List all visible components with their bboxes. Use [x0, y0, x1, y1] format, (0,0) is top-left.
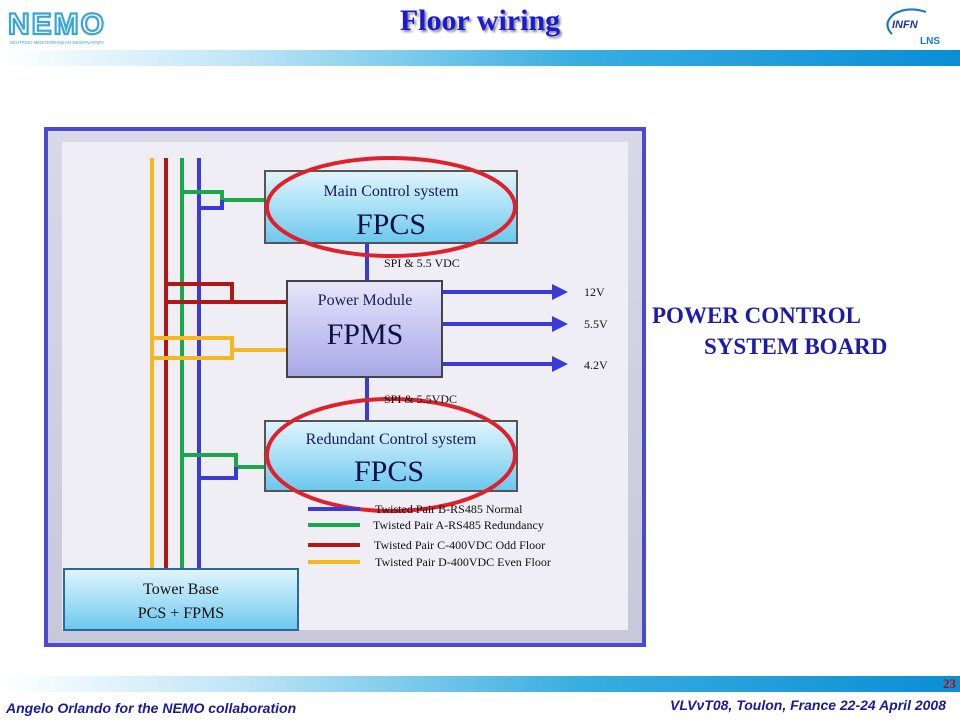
redundant-control-box — [264, 420, 518, 492]
output-label-12v: 12V — [584, 285, 605, 299]
power-module-caption: Power Module — [318, 292, 413, 309]
side-label-line1: POWER CONTROL — [652, 303, 861, 328]
arrowhead-right-icon — [552, 316, 568, 332]
spi-top-label: SPI & 5.5 VDC — [384, 256, 460, 270]
tap-main-blue — [199, 200, 224, 210]
legend-label-c: Twisted Pair C-400VDC Odd Floor — [374, 538, 545, 552]
nemo-logo-text: NEMO — [8, 8, 106, 41]
footer-author: Angelo Orlando for the NEMO collaboratio… — [6, 700, 297, 716]
output-label-5v5: 5.5V — [584, 317, 608, 331]
tap-main-green — [182, 190, 266, 202]
tap-power-yellow — [152, 336, 288, 352]
tap-redundant-blue — [199, 467, 238, 480]
page-number: 23 — [943, 676, 956, 691]
infn-swoosh-icon — [886, 8, 927, 35]
tower-base-line2: PCS + FPMS — [138, 605, 224, 622]
power-module-name: FPMS — [327, 318, 404, 351]
main-control-name: FPCS — [356, 208, 426, 241]
tower-base-box — [63, 568, 299, 631]
power-module-box — [286, 280, 443, 378]
tap-power-yellow-2 — [152, 350, 234, 360]
arrowhead-right-icon — [552, 356, 568, 372]
nemo-logo: NEMO NEUTRINO MEDITERRANEAN OBSERVATORY — [7, 7, 106, 45]
lns-logo-text: LNS — [920, 36, 940, 47]
header-bar — [0, 50, 960, 66]
highlight-ellipse-main — [265, 156, 517, 258]
tower-base-line1: Tower Base — [143, 581, 219, 598]
arrowhead-right-icon — [552, 284, 568, 300]
legend-label-d: Twisted Pair D-400VDC Even Floor — [375, 555, 551, 569]
redundant-control-name: FPCS — [354, 455, 424, 488]
main-control-box — [264, 170, 518, 244]
redundant-control-caption: Redundant Control system — [306, 431, 477, 448]
tap-power-red — [166, 282, 288, 304]
spi-bottom-label: SPI & 5.5VDC — [384, 392, 457, 406]
main-control-caption: Main Control system — [323, 183, 459, 200]
infn-logo-text: INFN — [892, 19, 919, 31]
power-control-system-board-label: POWER CONTROL SYSTEM BOARD — [652, 300, 887, 362]
output-label-4v2: 4.2V — [584, 358, 608, 372]
legend-label-a: Twisted Pair A-RS485 Redundancy — [373, 518, 544, 532]
legend-label-b: Twisted Pair B-RS485 Normal — [375, 502, 523, 516]
tap-redundant-green — [182, 453, 266, 469]
footer-bar — [0, 676, 960, 692]
footer-event: VLVνT08, Toulon, France 22-24 April 2008 — [670, 697, 946, 713]
page-title: Floor wiring — [399, 4, 561, 37]
side-label-line2: SYSTEM BOARD — [704, 334, 888, 359]
nemo-logo-subtitle: NEUTRINO MEDITERRANEAN OBSERVATORY — [10, 40, 104, 45]
infn-logo: INFN LNS — [886, 8, 940, 47]
highlight-ellipse-redundant — [265, 397, 517, 513]
